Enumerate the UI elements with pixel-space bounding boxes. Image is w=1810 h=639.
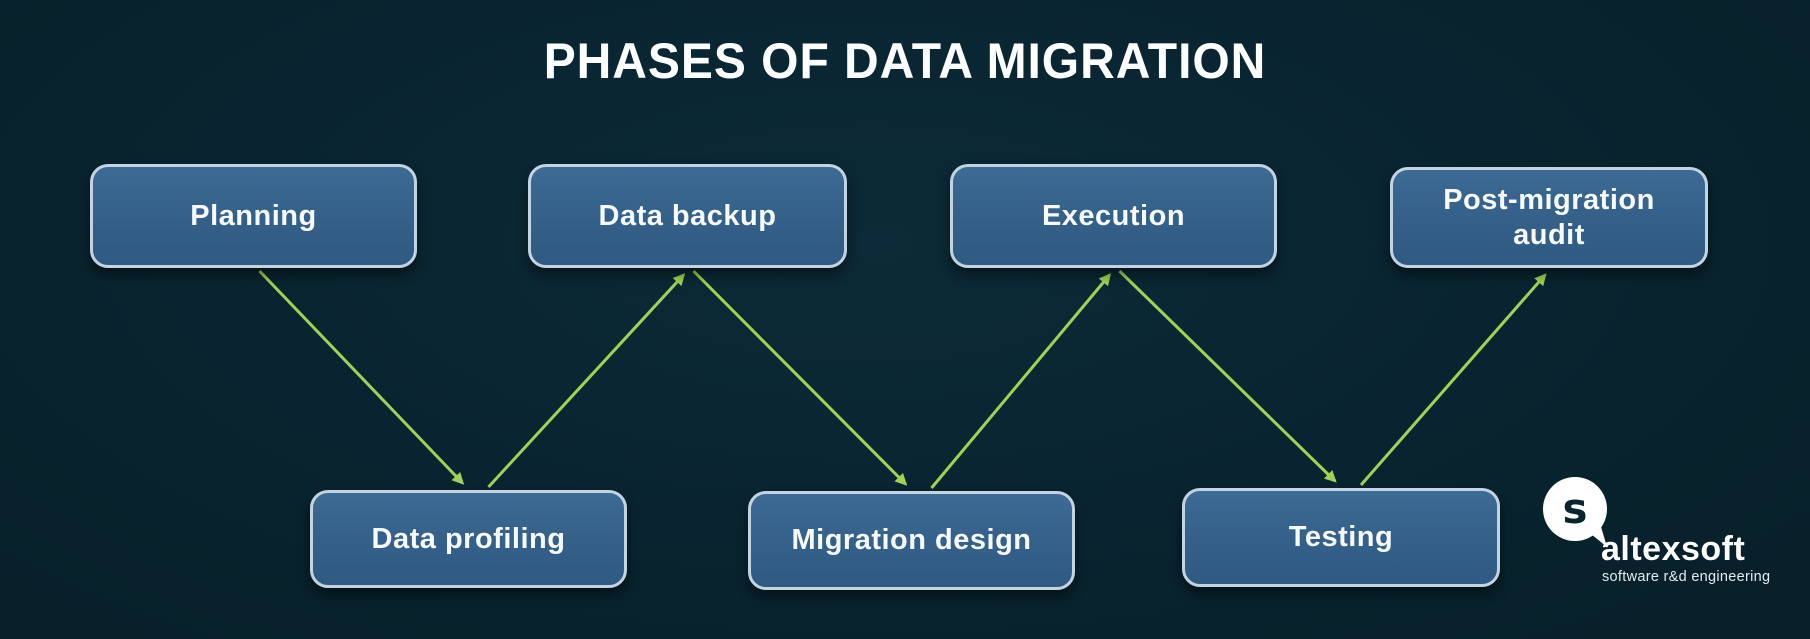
flow-arrow-migration-design-to-execution bbox=[930, 273, 1112, 489]
node-post-migration-audit: Post-migration audit bbox=[1390, 167, 1708, 268]
altexsoft-logo: s altexsoft software r&d engineering bbox=[1543, 474, 1783, 594]
mark-letter: s bbox=[1563, 484, 1588, 533]
node-data-backup: Data backup bbox=[528, 164, 847, 268]
node-label: Testing bbox=[1288, 521, 1394, 554]
logo-tagline-text: software r&d engineering bbox=[1602, 569, 1771, 585]
node-label: Data profiling bbox=[371, 522, 566, 555]
node-testing: Testing bbox=[1182, 488, 1500, 587]
node-migration-design: Migration design bbox=[748, 491, 1075, 590]
node-label: Migration design bbox=[791, 524, 1032, 557]
flow-arrow-testing-to-post-migration-audit bbox=[1359, 273, 1547, 486]
flow-arrow-planning-to-data-profiling bbox=[258, 269, 465, 485]
node-data-profiling: Data profiling bbox=[310, 490, 627, 588]
flow-arrow-data-profiling-to-data-backup bbox=[487, 273, 686, 489]
flow-arrow-data-backup-to-migration-design bbox=[692, 269, 908, 486]
node-label: Post-migration audit bbox=[1443, 183, 1655, 251]
flow-arrow-execution-to-testing bbox=[1118, 269, 1337, 483]
page-title: PHASES OF DATA MIGRATION bbox=[543, 33, 1267, 89]
node-label: Planning bbox=[190, 199, 317, 232]
altexsoft-mark-icon: s bbox=[1543, 477, 1607, 547]
node-execution: Execution bbox=[950, 164, 1277, 268]
logo-brand-text: altexsoft bbox=[1601, 530, 1746, 568]
node-label: Data backup bbox=[598, 199, 777, 232]
node-label: Execution bbox=[1041, 199, 1186, 232]
node-planning: Planning bbox=[90, 164, 417, 268]
